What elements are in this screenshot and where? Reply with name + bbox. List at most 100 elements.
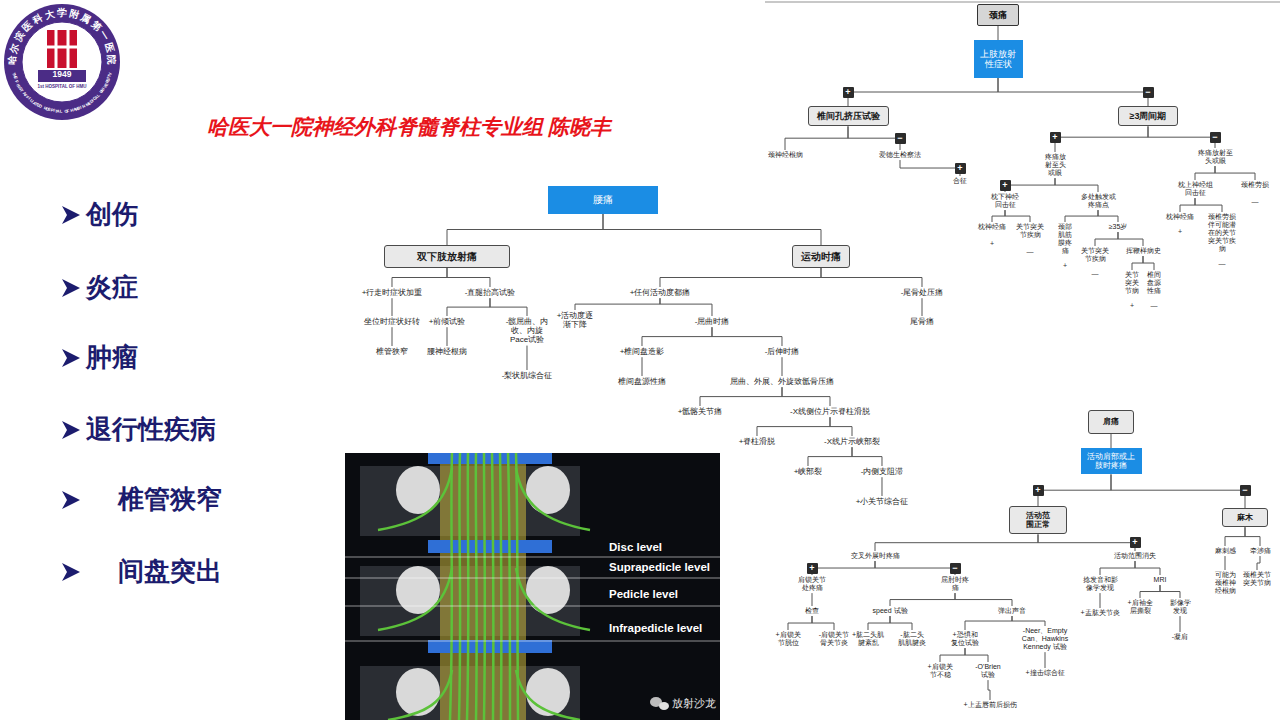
- step-text: +撞击综合征: [1024, 668, 1065, 678]
- step-text: +椎间盘造影: [619, 346, 666, 357]
- branch-sign: +: [1130, 302, 1134, 310]
- step-text: -后伸时痛: [764, 346, 801, 357]
- ring-letter: 医: [102, 41, 115, 54]
- process-box: 椎间孔挤压试验: [808, 106, 889, 126]
- sign-square: +: [1130, 537, 1141, 548]
- node-text: -X线侧位片示脊柱滑脱: [790, 407, 870, 416]
- step-text: -O'Brien试验: [972, 662, 1004, 680]
- step-text: 牵涉痛: [1249, 546, 1272, 556]
- level-line: [345, 641, 720, 642]
- node-text: 肩锁关节处疼痛: [798, 576, 827, 592]
- ring-letter: L: [59, 110, 62, 115]
- connector: [1065, 210, 1098, 222]
- step-text: -肱二头肌肌腱炎: [897, 630, 928, 648]
- step-text: 枕神经痛: [1165, 212, 1195, 222]
- ring-letter: 尔: [8, 41, 21, 54]
- node-text: -凝肩: [1172, 633, 1188, 641]
- node-text: 上肢放射性症状: [980, 49, 1017, 70]
- process-box: 双下肢放射痛: [384, 245, 510, 268]
- year-mark: 1949: [53, 70, 72, 80]
- node-text: 可能为颈椎神经根病: [1214, 571, 1236, 595]
- spinal-canal: [440, 453, 526, 720]
- sign-square: −: [1240, 485, 1251, 496]
- ring-letter: D: [38, 104, 43, 110]
- node-text: -屈曲时痛: [695, 317, 730, 326]
- connector: [1100, 561, 1135, 575]
- connector: [875, 534, 1038, 551]
- sign-square: −: [895, 133, 906, 144]
- node-text: 枕上神经组回击征: [1177, 181, 1213, 197]
- node-text: 枕下神经回击征: [991, 193, 1020, 209]
- node-text: 运动时痛: [801, 251, 841, 263]
- process-box: 麻木: [1222, 508, 1268, 527]
- connector: [642, 357, 643, 376]
- branch-sign: —: [1219, 260, 1226, 268]
- node-text: 捻发音和影像学发现: [1082, 576, 1118, 592]
- label-holder: +: [1178, 228, 1182, 236]
- exiting-root: [516, 468, 590, 530]
- ring-letter: E: [12, 76, 17, 80]
- node-text: 活动范围消失: [1114, 552, 1156, 560]
- step-text: -内侧支阻滞: [860, 466, 905, 477]
- node-text: +撞击综合征: [1025, 669, 1064, 677]
- sign-text: +: [955, 163, 966, 174]
- ring-letter: 大: [43, 8, 55, 21]
- nerve: [483, 453, 486, 720]
- connector: [447, 327, 448, 346]
- node-text: 颈椎劳损伴可能潜在的关节突关节疾病: [1208, 213, 1237, 253]
- step-text: 影像学发现: [1168, 598, 1192, 616]
- node-text: 活动肩部或上肢时疼痛: [1087, 452, 1136, 470]
- connector: [1038, 534, 1135, 551]
- connector: [660, 268, 821, 287]
- connector: [1098, 210, 1118, 222]
- connector: [1111, 434, 1112, 448]
- step-text: 疼痛放射至头或眼: [1043, 152, 1067, 178]
- start-box: 腰痛: [548, 186, 658, 214]
- step-text: +恐惧和复位试验: [950, 630, 981, 648]
- disc: [428, 540, 552, 553]
- sign-text: −: [1210, 132, 1221, 143]
- node-text: 椎间盘源性痛: [618, 377, 666, 386]
- step-text: 腰神经根病: [426, 346, 468, 357]
- node-text: -肱二头肌肌腱炎: [898, 631, 927, 647]
- bullet-item: 肿瘤: [86, 343, 138, 373]
- connector: [992, 210, 1005, 222]
- connector: [922, 298, 923, 316]
- node-text: -梨状肌综合征: [502, 371, 553, 380]
- connector: [1225, 527, 1245, 546]
- start-box: 上肢放射性症状: [974, 40, 1023, 78]
- bullet-item: 间盘突出: [118, 557, 222, 587]
- bullet-item: 退行性疾病: [86, 415, 216, 445]
- exiting-root: [516, 670, 580, 720]
- bullet-arrow: [62, 491, 80, 509]
- sign-square: +: [955, 163, 966, 174]
- sign-text: +: [1000, 180, 1011, 191]
- step-text: +骶髂关节痛: [677, 406, 724, 417]
- nerve: [459, 453, 460, 720]
- node-text: speed 试验: [872, 607, 907, 615]
- watermark: 放射沙龙: [672, 697, 716, 710]
- label-holder: —: [1027, 248, 1034, 256]
- step-text: +前倾试验: [428, 316, 467, 327]
- connector: [575, 298, 660, 310]
- sign-square: +: [1050, 132, 1061, 143]
- connector: [965, 616, 1012, 630]
- step-text: -髋屈曲、内收、内旋 Pace试验: [504, 316, 551, 346]
- step-text: -梨状肌综合征: [501, 370, 554, 381]
- level-line: [345, 578, 720, 579]
- label-holder: Suprapedicle level: [609, 561, 710, 574]
- icon-bubble: [659, 702, 669, 710]
- connector: [642, 327, 712, 346]
- step-text: 合征: [952, 176, 968, 186]
- node-text: 合征: [953, 177, 967, 185]
- ring-letter: I: [53, 109, 55, 114]
- ring-letter: 附: [68, 8, 80, 21]
- node-text: 颈神经根病: [768, 151, 803, 159]
- step-text: 交叉外展时疼痛: [850, 551, 901, 561]
- node-text: +恐惧和复位试验: [951, 631, 980, 647]
- bullet-arrow: [62, 421, 80, 439]
- node-text: +盂肱关节炎: [1080, 609, 1119, 617]
- node-text: -肩锁关节骨关节炎: [818, 631, 850, 647]
- connector: [447, 268, 490, 287]
- node-text: 疼痛放射至头或眼: [1197, 149, 1233, 165]
